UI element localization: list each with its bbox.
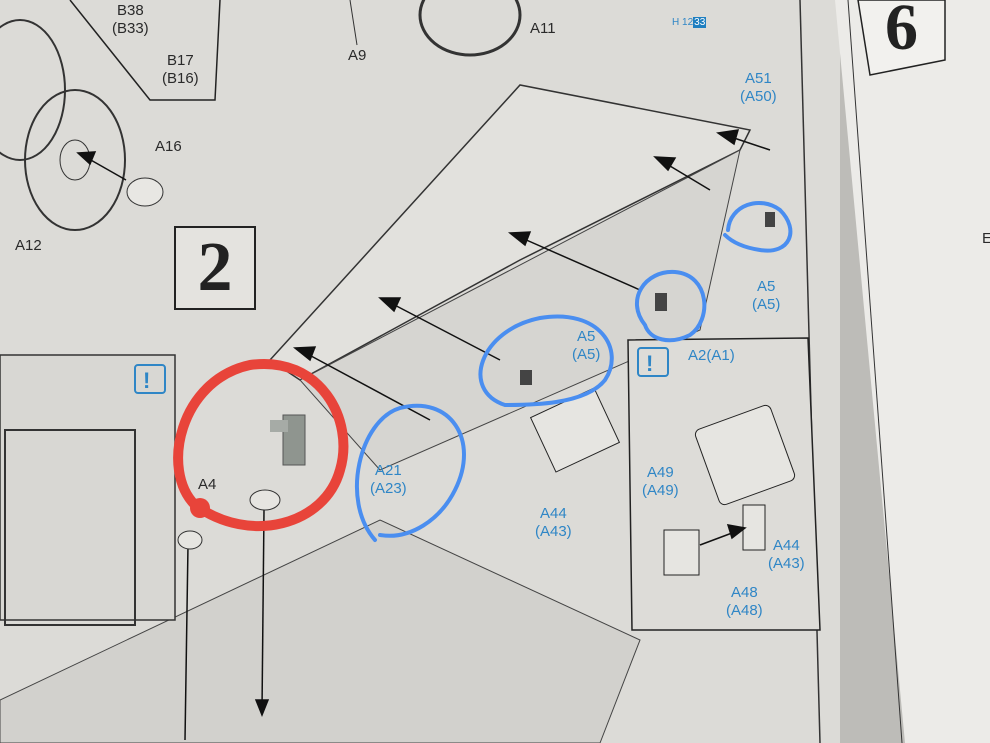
svg-text:!: !	[143, 368, 150, 393]
label-a51: A51(A50)	[740, 70, 777, 105]
blue-circle-a21	[354, 403, 466, 542]
label-a4: A4	[198, 476, 217, 493]
step-number-box: 2	[174, 226, 256, 310]
label-a2: A2(A1)	[688, 347, 735, 364]
label-a11: A11	[530, 20, 556, 37]
part-a16	[126, 177, 164, 207]
label-a16: A16	[155, 138, 182, 155]
label-a5-middle: A5(A5)	[572, 328, 601, 363]
edge-letter: E	[982, 230, 990, 247]
label-b17: B17(B16)	[162, 52, 199, 87]
page-ref-prefix: H	[672, 17, 680, 28]
label-a5-right: A5(A5)	[752, 278, 781, 313]
label-a9: A9	[348, 47, 367, 64]
label-a49: A49(A49)	[642, 464, 679, 499]
blue-circle-a5-right	[634, 269, 707, 343]
sprocket-a11	[418, 0, 522, 57]
page-ref-b: 33	[693, 17, 707, 28]
label-a44-main: A44(A43)	[535, 505, 572, 540]
page-reference: H 1233	[672, 17, 707, 28]
blue-circle-a5-middle	[478, 314, 614, 407]
blue-circle-a5-top	[723, 200, 793, 253]
label-a21: A21(A23)	[370, 462, 407, 497]
label-a44-inset: A44(A43)	[768, 537, 805, 572]
part-a4	[177, 414, 306, 550]
label-b38: B38(B33)	[112, 2, 149, 37]
page-ref-a: 12	[682, 17, 694, 28]
svg-text:!: !	[646, 351, 653, 376]
next-step-number: 6	[885, 0, 918, 64]
label-a12: A12	[15, 237, 42, 254]
label-a48: A48(A48)	[726, 584, 763, 619]
red-circle-annotation	[173, 358, 349, 531]
